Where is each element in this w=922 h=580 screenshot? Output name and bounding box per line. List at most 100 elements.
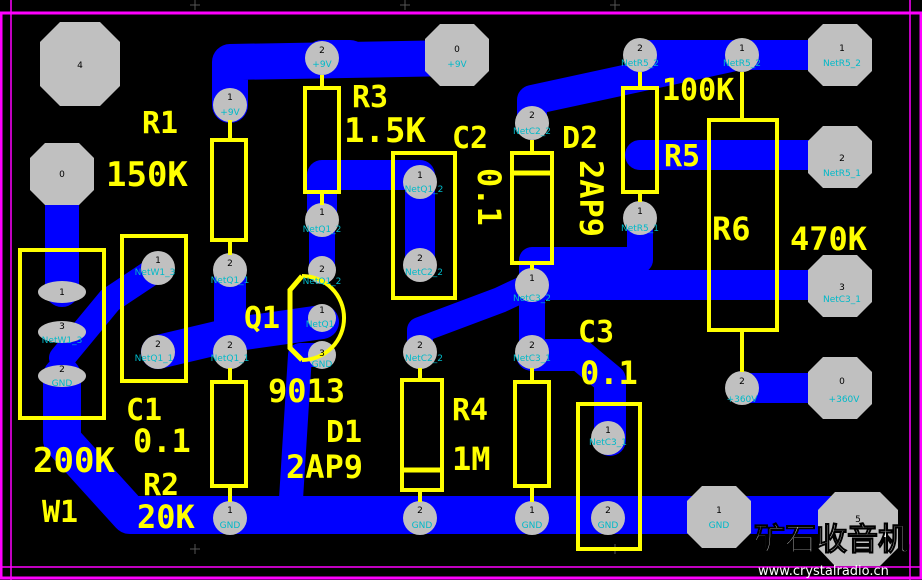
net-label: NetQ1_2 — [303, 277, 342, 287]
net-label: NetQ1_2 — [303, 225, 342, 235]
pad-num: 2 — [739, 377, 745, 387]
pad-num: 1 — [637, 207, 643, 217]
pad-num: 1 — [716, 506, 722, 516]
c3-value: 0.1 — [580, 354, 638, 392]
pad-num: 1 — [605, 426, 611, 436]
net-label: +9V — [220, 108, 240, 118]
net-label: GND — [709, 521, 730, 531]
r6-value: 470K — [790, 220, 868, 258]
net-label: NetW1_3 — [42, 336, 83, 346]
pad-num: 2 — [529, 341, 535, 351]
net-label: NetC3_1 — [823, 295, 861, 305]
component-pads — [38, 38, 759, 535]
r4-value: 1M — [452, 440, 491, 478]
pad-num: 1 — [155, 256, 161, 266]
pad-num: 1 — [227, 506, 233, 516]
net-label: GND — [52, 379, 73, 389]
mounting-pads — [30, 22, 898, 566]
pad-num: 0 — [59, 170, 65, 180]
net-label: NetC2_2 — [405, 268, 443, 278]
c1-ref: C1 — [126, 393, 162, 428]
net-label: NetC2_2 — [513, 127, 551, 137]
d1-ref: D1 — [326, 415, 362, 450]
pad-num: 2 — [155, 340, 161, 350]
pad-num: 2 — [417, 341, 423, 351]
pad-num: 0 — [454, 45, 460, 55]
net-label: NetR5_2 — [723, 59, 761, 69]
c2-value: 0.1 — [470, 168, 508, 226]
net-label: NetQ1_1 — [211, 276, 250, 286]
pad-numbers: 4 0 2 0 2 1 1 1 2 1 2 2 1 1 1 2 2 1 3 1 … — [59, 44, 861, 525]
r2-ref: R2 — [143, 468, 179, 503]
w1-value: 200K — [33, 441, 115, 481]
pad-num: 2 — [59, 365, 65, 375]
r5-value: 100K — [662, 73, 734, 108]
d2-value: 2AP9 — [572, 160, 610, 237]
r3-value: 1.5K — [344, 111, 426, 151]
pad-num: 1 — [319, 306, 325, 316]
pad-num: 3 — [839, 283, 845, 293]
pad-num: 2 — [417, 506, 423, 516]
net-label: GND — [598, 521, 619, 531]
r3-ref: R3 — [352, 80, 388, 115]
pad-num: 1 — [417, 171, 423, 181]
net-label: NetR5_1 — [823, 169, 861, 179]
pad-num: 1 — [739, 44, 745, 54]
pad-num: 2 — [227, 259, 233, 269]
pad-num: 2 — [529, 111, 535, 121]
net-label: NetC3_1 — [589, 438, 627, 448]
silkscreen-labels: R1 150K R3 1.5K C2 0.1 D2 2AP9 R5 100K R… — [33, 73, 868, 536]
net-label: +9V — [312, 60, 332, 70]
r5-ref: R5 — [664, 139, 700, 174]
r2-value: 20K — [137, 498, 196, 536]
watermark-logo: 矿石收音机 — [754, 522, 909, 558]
board-outline — [0, 11, 922, 580]
r1-ref: R1 — [142, 106, 178, 141]
pad-num: 2 — [319, 265, 325, 275]
net-label: NetR5_1 — [621, 224, 659, 234]
net-label: NetQ1 — [306, 320, 335, 330]
net-label: NetR5_2 — [823, 59, 861, 69]
net-label: NetC3_1 — [513, 354, 551, 364]
pad-num: 3 — [319, 349, 325, 359]
d2-ref: D2 — [562, 121, 598, 156]
pad-num: 2 — [605, 506, 611, 516]
net-label: +360V — [727, 395, 759, 405]
q1-ref: Q1 — [244, 301, 280, 336]
component-outlines — [18, 72, 779, 551]
net-labels: +9V +9V NetR5_2 NetR5_2 NetR5_2 +9V NetC… — [42, 59, 861, 531]
d1-value: 2AP9 — [286, 448, 363, 486]
net-label: NetQ1_2 — [405, 185, 444, 195]
pad-num: 1 — [839, 44, 845, 54]
net-label: +9V — [447, 60, 467, 70]
pad-num: 1 — [227, 93, 233, 103]
c3-ref: C3 — [578, 315, 614, 350]
net-label: NetW1_3 — [135, 268, 176, 278]
pad-num: 1 — [529, 274, 535, 284]
pad-num: 5 — [855, 515, 861, 525]
c1-value: 0.1 — [133, 422, 191, 460]
pad-num: 2 — [839, 154, 845, 164]
r1-value: 150K — [106, 155, 188, 195]
net-label: NetR5_2 — [621, 59, 659, 69]
net-label: GND — [522, 521, 543, 531]
r6-ref: R6 — [712, 210, 751, 248]
pad-num: 4 — [77, 61, 83, 71]
net-label: NetQ1_1 — [211, 354, 250, 364]
pad-num: 1 — [59, 288, 65, 298]
pad-num: 2 — [227, 341, 233, 351]
net-label: +360V — [829, 395, 861, 405]
net-label: NetC3_2 — [513, 294, 551, 304]
pad-num: 2 — [637, 44, 643, 54]
pad-num: 2 — [319, 46, 325, 56]
net-label: GND — [220, 521, 241, 531]
watermark-url: www.crystalradio.cn — [758, 564, 889, 579]
net-label: NetC2_2 — [405, 354, 443, 364]
pad-num: 2 — [417, 254, 423, 264]
q1-value: 9013 — [268, 372, 345, 410]
watermark: 矿石收音机 www.crystalradio.cn — [754, 522, 910, 580]
pad-num: 1 — [319, 208, 325, 218]
net-label: NetQ1_1 — [135, 354, 174, 364]
w1-ref: W1 — [42, 495, 78, 530]
